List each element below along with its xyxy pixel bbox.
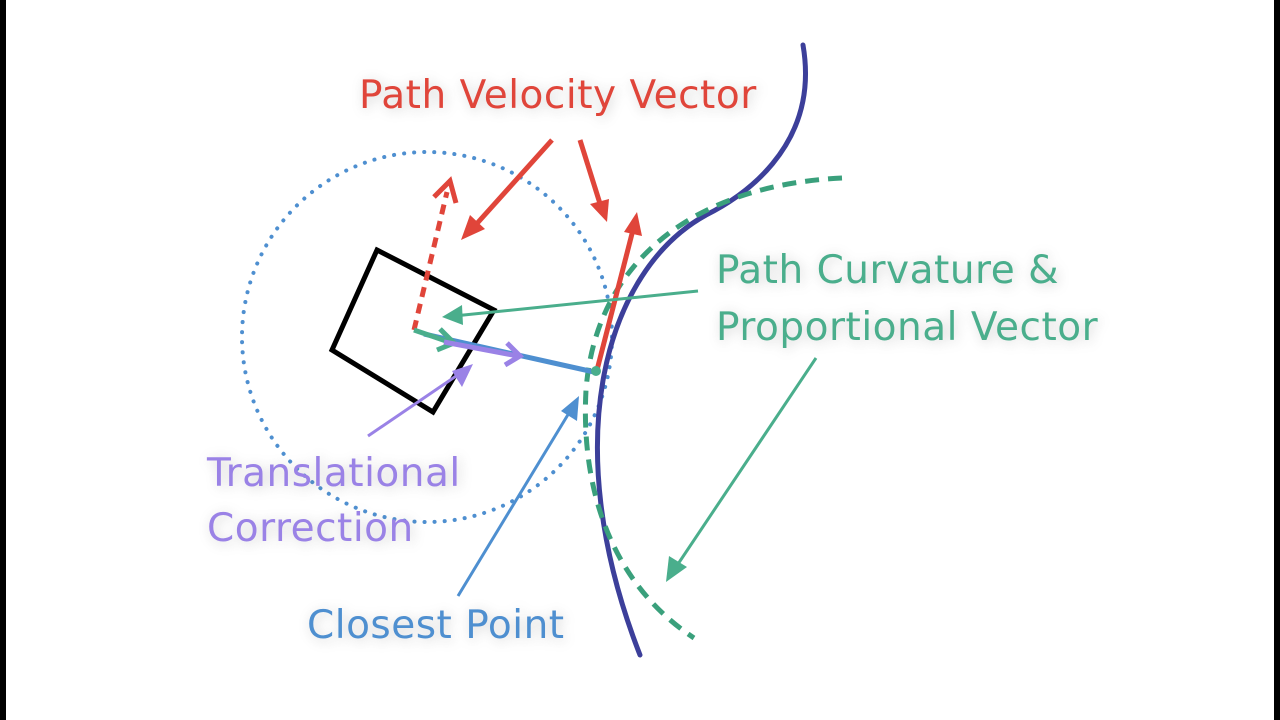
label-translational-line2: Correction	[207, 506, 414, 551]
closest-point-dot	[591, 366, 601, 376]
pointer-closest-point	[456, 407, 574, 597]
translational-vector-arrowhead	[503, 341, 525, 368]
pointer-curvature-path-head	[666, 556, 687, 582]
label-path-curvature-line2: Proportional Vector	[716, 305, 1099, 350]
curvature-estimate-curve	[582, 175, 843, 641]
pointer-curvature-path	[672, 357, 818, 571]
shadow-path-velocity: Path Velocity Vector	[361, 75, 759, 120]
pointer-closest-point-head	[561, 396, 579, 421]
shadow-translational-1: Translational	[208, 453, 463, 498]
robot-velocity-arrowhead	[432, 176, 459, 204]
shadow-curvature-2: Proportional Vector	[718, 307, 1101, 352]
label-closest-point: Closest Point	[307, 603, 565, 648]
pointer-velocity-left-head	[461, 215, 485, 240]
path-velocity-arrowhead	[624, 212, 642, 236]
pointer-translational	[367, 370, 463, 438]
label-path-curvature-line1: Path Curvature &	[716, 248, 1059, 293]
label-translational-line1: Translational	[206, 451, 461, 496]
shadow-closest-point: Closest Point	[309, 605, 567, 650]
pointer-velocity-right	[577, 139, 605, 211]
label-shadows: Path Velocity Vector Path Curvature & Pr…	[208, 75, 1101, 650]
path-curve	[594, 42, 808, 658]
pointer-curvature-vector-head	[442, 305, 463, 325]
path-velocity-vector	[594, 221, 638, 371]
robot-velocity-dashed	[411, 191, 450, 331]
translational-vector	[443, 339, 519, 359]
robot-box	[328, 246, 498, 416]
pointer-translational-head	[452, 364, 473, 387]
shadow-translational-2: Correction	[209, 508, 416, 553]
diagram-panel: Path Velocity Vector Path Curvature & Pr…	[6, 0, 1274, 720]
pointer-curvature-vector	[453, 289, 699, 318]
pointer-velocity-right-head	[590, 199, 609, 222]
pointer-velocity-left	[470, 138, 554, 231]
label-path-velocity-vector: Path Velocity Vector	[359, 73, 757, 118]
shadow-curvature-1: Path Curvature &	[718, 250, 1061, 295]
diagram-svg: Path Velocity Vector Path Curvature & Pr…	[206, 42, 1101, 658]
